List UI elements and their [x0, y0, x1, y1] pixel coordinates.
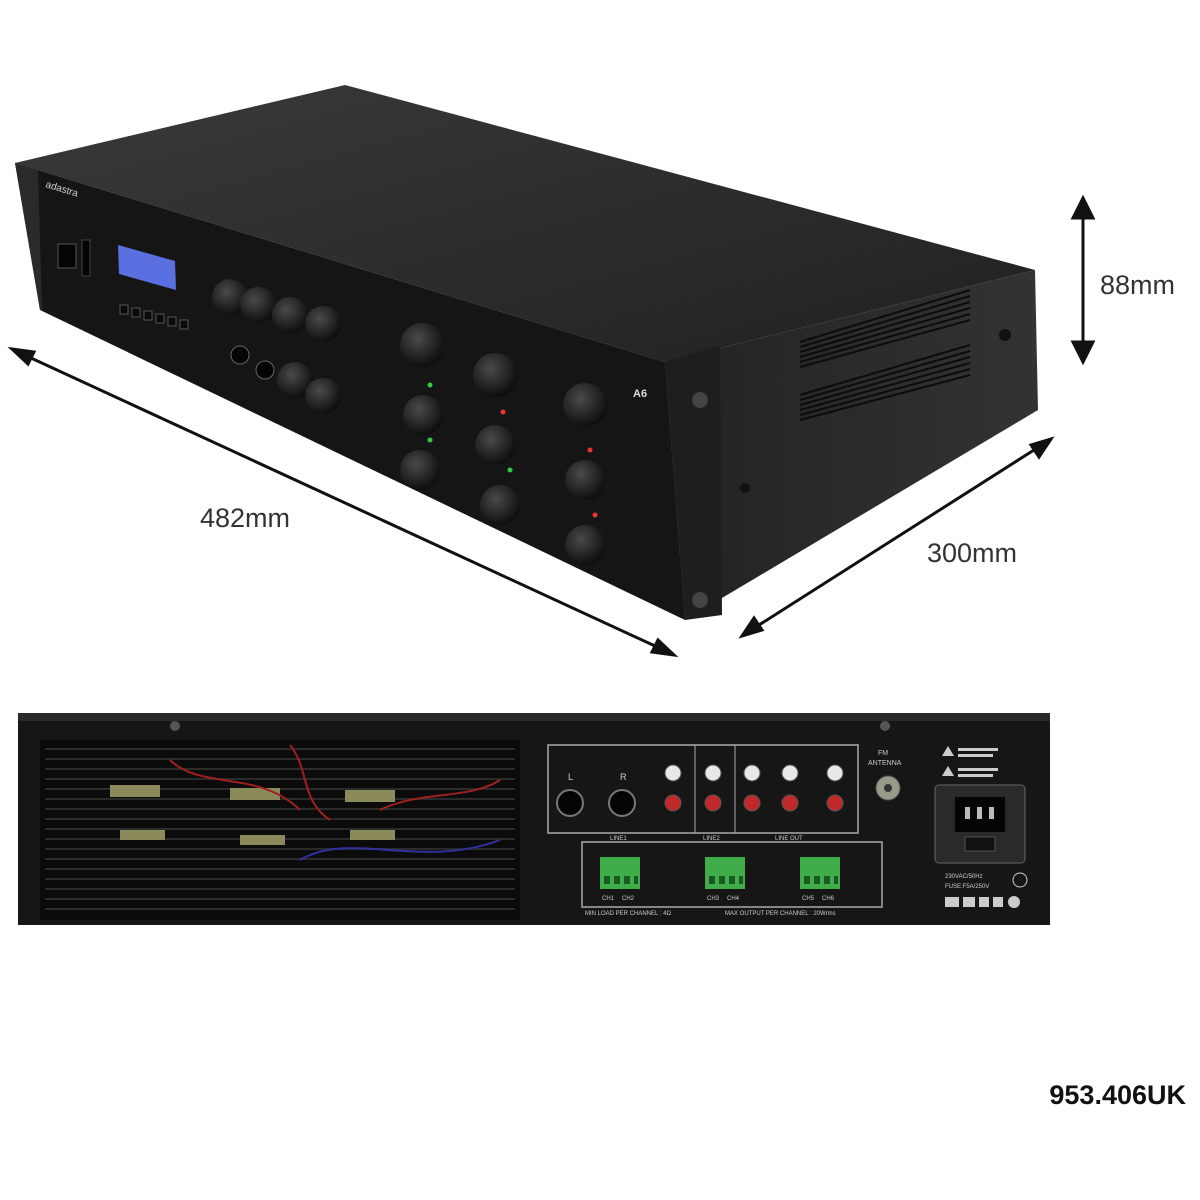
transport-buttons: [119, 304, 189, 330]
xlr-jack-right: [608, 789, 636, 817]
left-input-label: L: [568, 772, 573, 782]
mic-jack: [230, 345, 250, 365]
voltage-label: 230VAC/50Hz: [945, 874, 983, 880]
side-screw: [999, 329, 1011, 341]
input-panel-frame: [547, 744, 859, 834]
rack-hole: [692, 592, 708, 608]
depth-dimension-label: 300mm: [927, 538, 1018, 568]
lcd-display: [118, 245, 176, 290]
max-output-label: MAX OUTPUT PER CHANNEL : 20Wrms: [725, 911, 836, 917]
rack-ear-right: [665, 345, 722, 620]
rack-ear-left: [15, 163, 42, 310]
ch5-label: CH5: [802, 896, 815, 902]
ch6-label: CH6: [822, 896, 835, 902]
line-out-label: LINE OUT: [775, 836, 803, 842]
rack-hole: [692, 392, 708, 408]
fuse-label: FUSE:F5A/250V: [945, 884, 989, 890]
ground-symbol: [1012, 872, 1028, 888]
certification-marks: [945, 896, 1020, 908]
warning-icons: [942, 746, 998, 777]
power-switch: [57, 243, 77, 269]
line1-label: LINE1: [610, 836, 627, 842]
top-cover: [15, 85, 1035, 362]
xlr-jack-left: [556, 789, 584, 817]
mic-jack: [255, 360, 275, 380]
line2-label: LINE2: [703, 836, 720, 842]
ch2-label: CH2: [622, 896, 635, 902]
speaker-terminals: [600, 857, 840, 889]
fm-label: FM: [878, 750, 888, 757]
channel-leds: [427, 382, 598, 518]
right-input-label: R: [620, 772, 627, 782]
output-panel-frame: [581, 841, 883, 908]
model-number: 953.406UK: [1049, 1080, 1186, 1110]
width-dimension-label: 482mm: [200, 503, 291, 533]
rear-vent-grille: [40, 740, 520, 920]
rca-jacks: [664, 764, 844, 812]
side-vents: [799, 289, 971, 421]
ch1-label: CH1: [602, 896, 615, 902]
height-dimension-label: 88mm: [1100, 270, 1176, 300]
sd-slot: [81, 239, 91, 277]
min-load-label: MIN LOAD PER CHANNEL : 4Ω: [585, 911, 671, 917]
ch3-label: CH3: [707, 896, 720, 902]
amplifier-rear-panel: L R LINE1 LINE2 LINE OUT CH1 CH2 CH3 CH4…: [18, 713, 1050, 925]
dimension-arrows: [7, 194, 1096, 658]
amplifier-perspective-illustration: adastra A6: [7, 85, 1096, 658]
antenna-label: ANTENNA: [868, 760, 902, 767]
side-screw: [740, 483, 750, 493]
volume-knobs: [212, 279, 607, 565]
ch4-label: CH4: [727, 896, 740, 902]
model-badge: A6: [633, 388, 647, 400]
